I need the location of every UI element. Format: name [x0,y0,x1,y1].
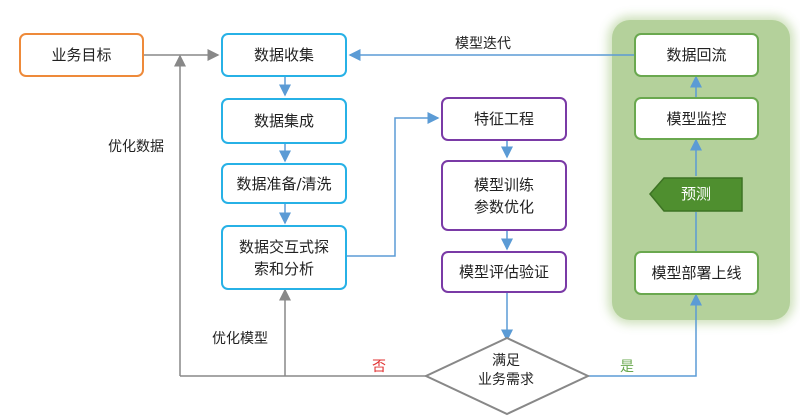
node-predict-label: 预测 [680,184,711,203]
node-model-eval: 模型评估验证 [441,251,567,293]
node-feature-eng: 特征工程 [441,97,567,141]
node-data-collect: 数据收集 [221,33,347,77]
node-business-goal: 业务目标 [19,33,144,77]
node-data-explore: 数据交互式探 索和分析 [221,225,347,290]
label-optimize-data: 优化数据 [108,139,164,155]
label-model-iteration: 模型迭代 [455,36,511,52]
node-model-deploy: 模型部署上线 [634,251,759,295]
node-model-monitor: 模型监控 [634,97,759,140]
predict-shape [649,177,743,212]
node-decision-label: 满足 业务需求 [478,353,534,388]
label-optimize-model: 优化模型 [212,331,268,347]
arrow-explore-to-feature [347,112,440,257]
decision-diamond [423,336,591,416]
label-yes: 是 [620,359,634,375]
arrow-decision-yes [588,293,702,377]
node-data-reflow: 数据回流 [634,33,759,77]
label-no: 否 [372,359,386,375]
node-data-prep: 数据准备/清洗 [221,163,347,204]
node-model-train: 模型训练 参数优化 [441,160,567,231]
node-data-integrate: 数据集成 [221,98,347,144]
